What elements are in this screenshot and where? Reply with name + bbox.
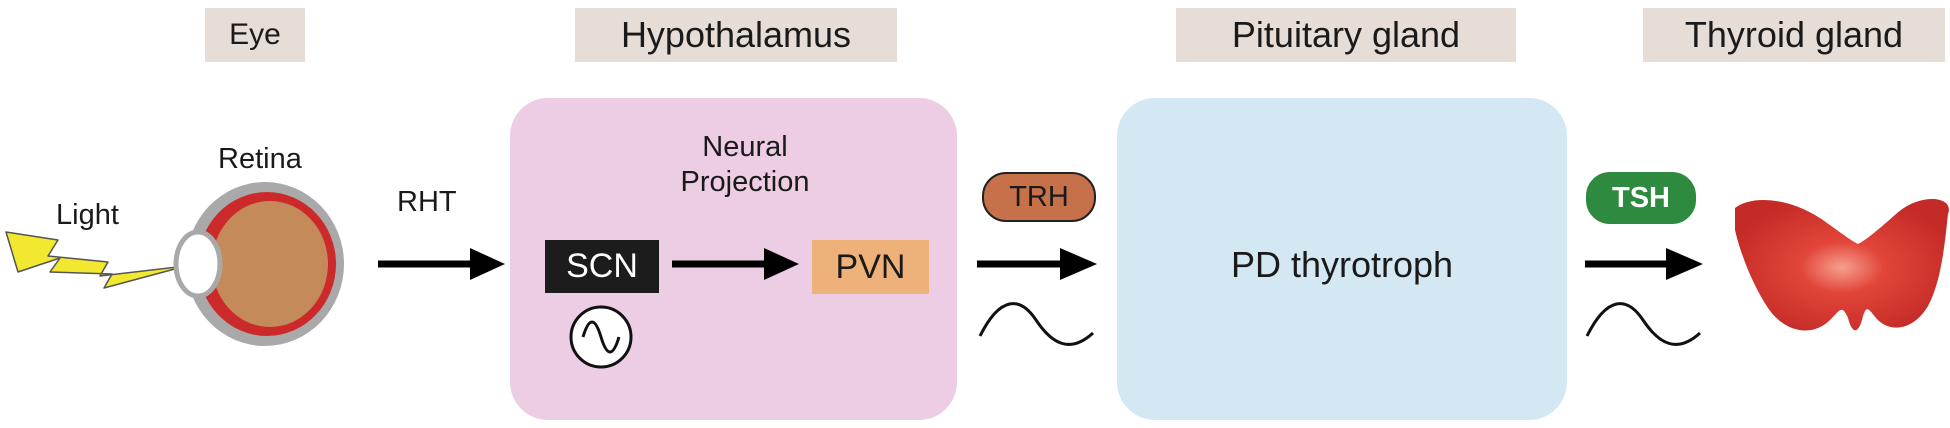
node-pd-thyrotroph: PD thyrotroph	[1230, 244, 1454, 285]
hormone-pill-tsh: TSH	[1586, 172, 1696, 224]
arrow-right-icon	[672, 248, 799, 280]
node-scn: SCN	[545, 240, 659, 293]
oscillation-wave-icon	[1585, 302, 1702, 346]
label-neural-projection-line1: Neural	[702, 131, 788, 163]
node-pvn: PVN	[812, 240, 929, 294]
lightning-bolt-icon	[5, 231, 187, 289]
stage-tag-pituitary: Pituitary gland	[1176, 8, 1516, 62]
label-light: Light	[56, 199, 119, 231]
stage-tag-thyroid: Thyroid gland	[1643, 8, 1945, 62]
label-retina: Retina	[218, 143, 302, 175]
stage-tag-hypothalamus: Hypothalamus	[575, 8, 897, 62]
label-neural-projection: Neural Projection	[665, 130, 825, 200]
stage-tag-eye: Eye	[205, 8, 305, 62]
thyroid-gland-icon	[1735, 198, 1949, 331]
label-rht: RHT	[397, 186, 457, 218]
circadian-oscillator-icon	[569, 305, 633, 369]
label-neural-projection-line2: Projection	[680, 165, 810, 198]
hormone-pill-trh: TRH	[982, 172, 1096, 222]
oscillation-wave-icon	[978, 302, 1095, 346]
arrow-right-icon	[1585, 248, 1703, 280]
eye-icon	[173, 182, 344, 346]
arrow-right-icon	[378, 248, 505, 280]
arrow-right-icon	[977, 248, 1097, 280]
pituitary-panel	[1117, 98, 1567, 420]
